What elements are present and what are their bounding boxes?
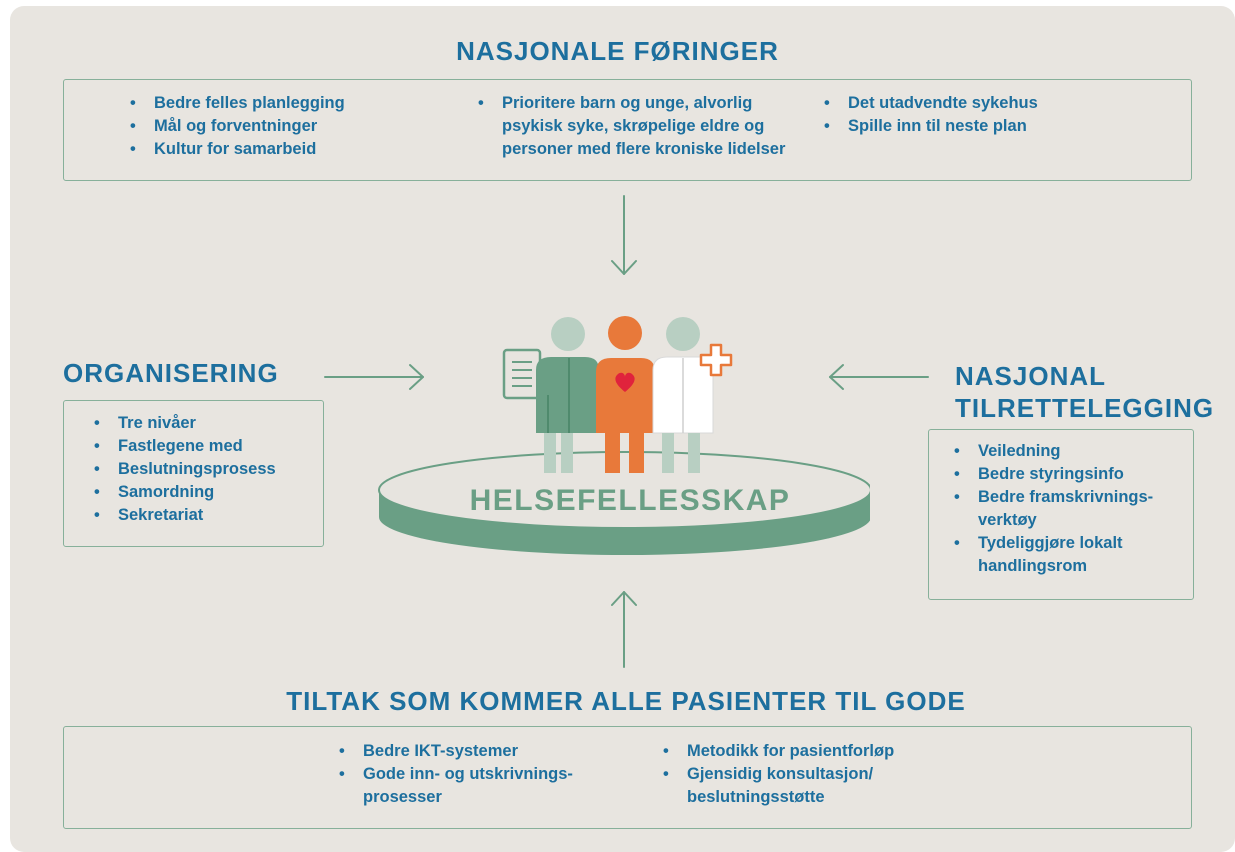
list-item: Tre nivåer xyxy=(94,412,319,435)
up-arrow-icon xyxy=(611,591,637,668)
right-title: NASJONAL TILRETTELEGGING xyxy=(955,360,1214,424)
bottom-list-col2: Metodikk for pasientforløp Gjensidig kon… xyxy=(663,740,963,809)
top-list-col1: Bedre felles planlegging Mål og forventn… xyxy=(130,92,460,161)
list-item: Sekretariat xyxy=(94,504,319,527)
right-title-line2: TILRETTELEGGING xyxy=(955,393,1215,423)
document-icon xyxy=(502,348,542,400)
medical-cross-icon xyxy=(699,343,733,377)
list-item: Bedre framskrivnings-verktøy xyxy=(954,486,1174,532)
list-item: Spille inn til neste plan xyxy=(824,115,1124,138)
bottom-title: TILTAK SOM KOMMER ALLE PASIENTER TIL GOD… xyxy=(286,686,966,716)
list-item: Gjensidig konsultasjon/ beslutningsstøtt… xyxy=(663,763,963,809)
list-item: Tydeliggjøre lokalt handlingsrom xyxy=(954,532,1174,578)
list-item: Gode inn- og utskrivnings-prosesser xyxy=(339,763,609,809)
list-item: Beslutningsprosess xyxy=(94,458,319,481)
heart-icon xyxy=(615,372,635,392)
left-box xyxy=(63,400,324,547)
list-item: Metodikk for pasientforløp xyxy=(663,740,963,763)
helsefellesskap-label: HELSEFELLESSKAP xyxy=(469,484,791,517)
person-orange-icon xyxy=(596,316,655,473)
person-green-icon xyxy=(536,317,599,473)
center-illustration xyxy=(378,316,870,555)
top-list-col3: Det utadvendte sykehus Spille inn til ne… xyxy=(824,92,1124,138)
list-item: Bedre IKT-systemer xyxy=(339,740,609,763)
right-box xyxy=(928,429,1194,600)
bottom-box xyxy=(63,726,1192,829)
down-arrow-icon xyxy=(611,195,637,275)
left-arrow-icon xyxy=(829,364,929,390)
list-item: Fastlegene med xyxy=(94,435,319,458)
left-list: Tre nivåer Fastlegene med Beslutningspro… xyxy=(94,412,319,527)
left-title: ORGANISERING xyxy=(63,358,279,388)
right-list: Veiledning Bedre styringsinfo Bedre fram… xyxy=(954,440,1174,578)
list-item: Mål og forventninger xyxy=(130,115,460,138)
list-item: Bedre felles planlegging xyxy=(130,92,460,115)
list-item: Veiledning xyxy=(954,440,1174,463)
right-title-line1: NASJONAL xyxy=(955,361,1107,391)
top-box xyxy=(63,79,1192,181)
list-item: Prioritere barn og unge, alvorlig psykis… xyxy=(478,92,814,161)
list-item: Det utadvendte sykehus xyxy=(824,92,1124,115)
top-list-col2: Prioritere barn og unge, alvorlig psykis… xyxy=(478,92,814,161)
top-title: NASJONALE FØRINGER xyxy=(456,36,779,66)
platform xyxy=(378,451,870,555)
bottom-list-col1: Bedre IKT-systemer Gode inn- og utskrivn… xyxy=(339,740,609,809)
list-item: Kultur for samarbeid xyxy=(130,138,460,161)
right-arrow-icon xyxy=(324,364,424,390)
person-white-icon xyxy=(652,317,714,473)
list-item: Samordning xyxy=(94,481,319,504)
list-item: Bedre styringsinfo xyxy=(954,463,1174,486)
